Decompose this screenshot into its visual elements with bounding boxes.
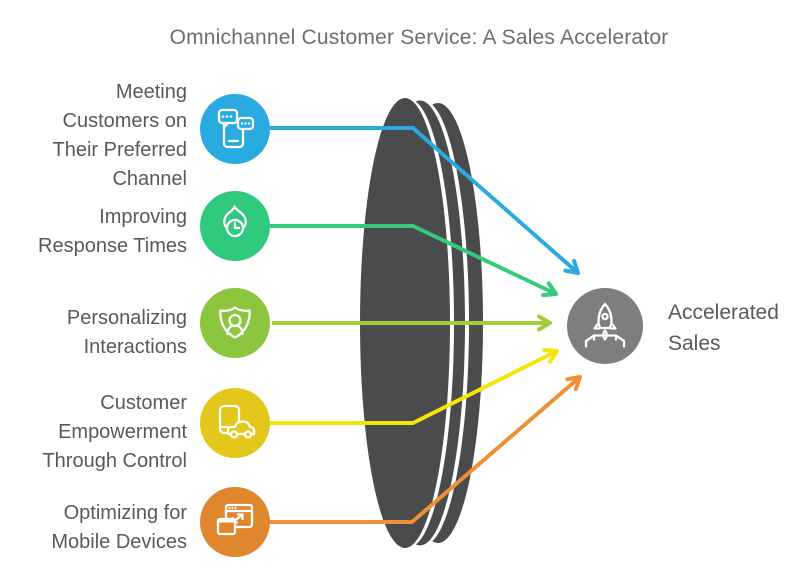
- item-label-optimizing-mobile: Optimizing for Mobile Devices: [51, 502, 187, 553]
- item-label-improving-response: Improving Response Times: [38, 206, 187, 257]
- funnel-lens: [360, 98, 483, 548]
- arrows: [270, 126, 582, 524]
- result-circle: [567, 288, 643, 364]
- result-icon: [567, 288, 643, 364]
- page-title: Omnichannel Customer Service: A Sales Ac…: [169, 26, 669, 49]
- item-label-personalizing: Personalizing Interactions: [66, 307, 187, 358]
- item-icon-4: [200, 388, 270, 458]
- item-icon-1: [200, 94, 270, 164]
- shield-user-icon: [219, 306, 251, 339]
- phone-car-icon: [218, 404, 256, 439]
- arrow-line-1: [270, 126, 580, 275]
- result-label-accelerated-sales: Accelerated Sales: [668, 301, 779, 355]
- item-label-customer-empowerment: Customer Empowerment Through Control: [42, 392, 187, 472]
- chat-phone-icon: [217, 108, 255, 149]
- rocket-launchpad-icon: [584, 302, 626, 348]
- item-circle-3: [200, 288, 270, 358]
- item-icon-5: [200, 487, 270, 557]
- arrow-line-2: [270, 224, 558, 298]
- flame-clock-icon: [223, 205, 247, 238]
- item-label-meeting-customers: Meeting Customers on Their Preferred Cha…: [52, 81, 188, 190]
- item-icon-2: [200, 191, 270, 261]
- item-circle-4: [200, 388, 270, 458]
- item-icon-3: [200, 288, 270, 358]
- responsive-windows-icon: [216, 503, 254, 536]
- arrow-line-4: [270, 348, 559, 425]
- arrow-line-5: [270, 375, 582, 524]
- item-circle-1: [200, 94, 270, 164]
